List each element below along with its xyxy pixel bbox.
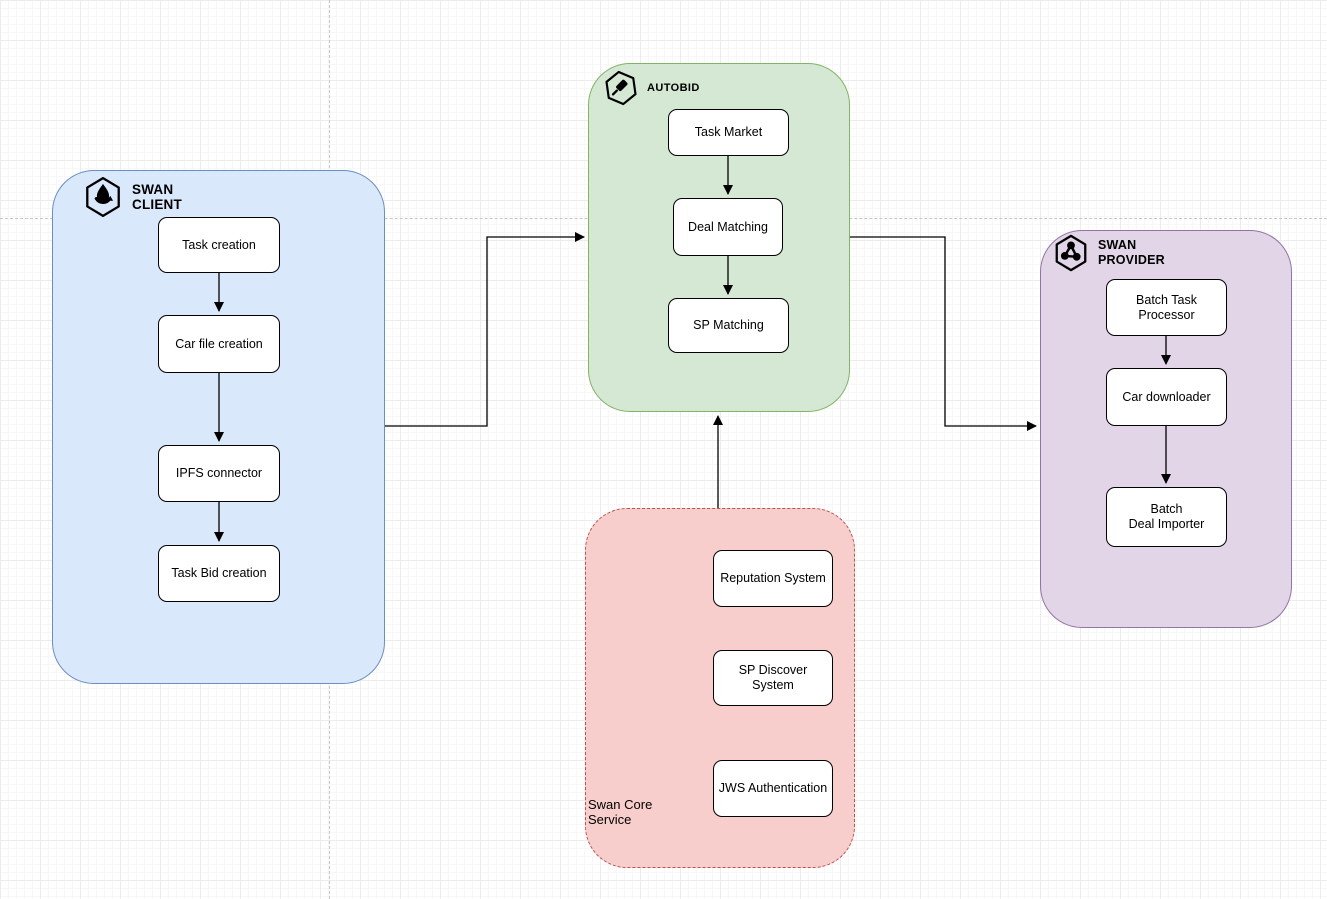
container-title: AUTOBID <box>647 82 700 94</box>
node-label: Batch Deal Importer <box>1128 502 1205 531</box>
node-car-file-creation[interactable]: Car file creation <box>158 315 280 373</box>
node-batch-task-processor[interactable]: Batch Task Processor <box>1106 279 1227 336</box>
node-batch-deal-importer[interactable]: Batch Deal Importer <box>1106 487 1227 547</box>
container-title: SWAN CLIENT <box>132 181 182 213</box>
node-label: IPFS connector <box>175 466 263 480</box>
autobid-header: AUTOBID <box>603 69 700 107</box>
swan-core-service-label: Swan Core Service <box>588 797 653 827</box>
node-label: Task Bid creation <box>171 566 267 580</box>
node-label: Car file creation <box>175 336 263 351</box>
gavel-hexagon-icon <box>603 69 639 107</box>
node-label: Batch Task Processor <box>1136 292 1197 322</box>
node-label: Deal Matching <box>688 219 768 234</box>
node-reputation-system[interactable]: Reputation System <box>713 550 833 607</box>
arrow-autobid-to-swan-provider <box>850 236 1037 431</box>
node-task-bid-creation[interactable]: Task Bid creation <box>158 545 280 602</box>
node-jws-authentication[interactable]: JWS Authentication <box>713 760 833 817</box>
node-label: JWS Authentication <box>718 781 828 795</box>
cluster-hexagon-icon <box>1052 233 1090 273</box>
node-ipfs-connector[interactable]: IPFS connector <box>158 445 280 502</box>
node-label: Task Market <box>694 125 763 139</box>
node-sp-matching[interactable]: SP Matching <box>668 298 789 353</box>
swan-client-header: SWAN CLIENT <box>82 175 182 219</box>
node-task-creation[interactable]: Task creation <box>158 217 280 273</box>
node-label: Reputation System <box>720 571 826 585</box>
node-label: Car downloader <box>1122 389 1211 404</box>
node-sp-discover-system[interactable]: SP Discover System <box>713 650 833 706</box>
swan-drop-hexagon-icon <box>82 175 124 219</box>
node-label: Task creation <box>182 237 256 252</box>
container-title: SWAN PROVIDER <box>1098 238 1165 267</box>
node-deal-matching[interactable]: Deal Matching <box>673 198 783 256</box>
node-car-downloader[interactable]: Car downloader <box>1106 368 1227 426</box>
arrow-swan-client-to-autobid <box>385 232 585 427</box>
node-label: SP Matching <box>693 318 764 332</box>
node-label: SP Discover System <box>738 663 808 692</box>
swan-provider-header: SWAN PROVIDER <box>1052 233 1165 273</box>
node-task-market[interactable]: Task Market <box>668 109 789 156</box>
